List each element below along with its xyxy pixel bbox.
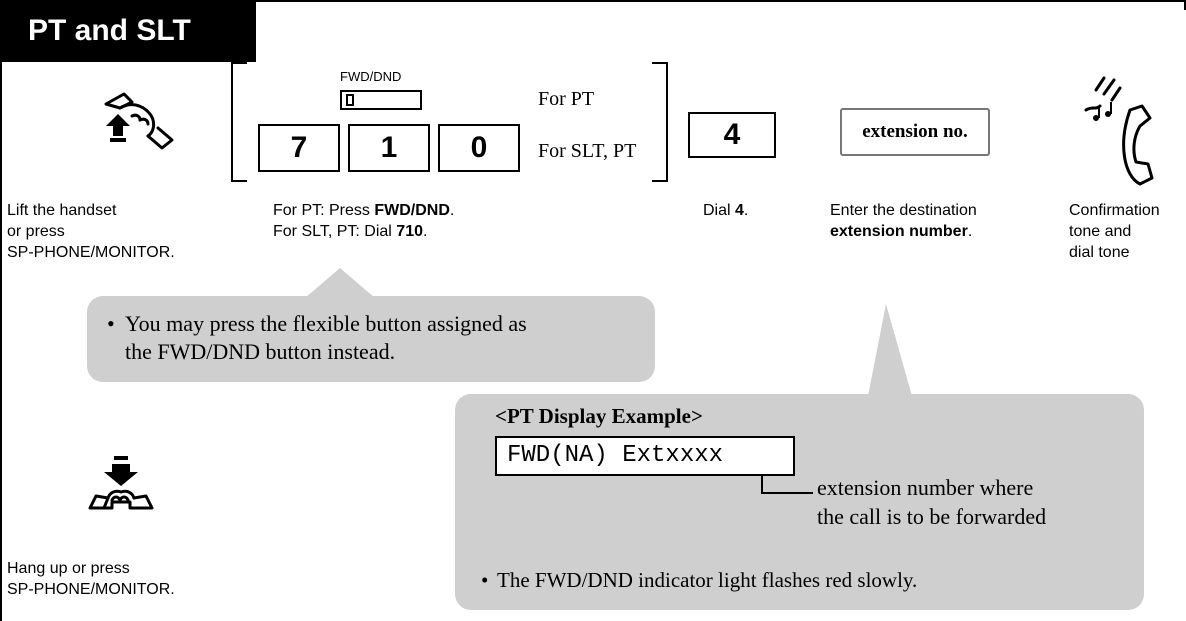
step1-caption-line3: SP-PHONE/MONITOR. xyxy=(7,244,175,261)
note-bubble: • You may press the flexible button assi… xyxy=(87,296,655,382)
for-slt-pt-label: For SLT, PT xyxy=(538,140,637,162)
step2-line2-prefix: For SLT, PT: Dial xyxy=(273,223,397,240)
step3-caption: Dial 4. xyxy=(703,200,793,221)
lift-handset-icon xyxy=(96,92,182,160)
step2-line1-bold: FWD/DND xyxy=(374,202,450,219)
step2-line1-prefix: For PT: Press xyxy=(273,202,375,219)
hang-up-icon xyxy=(86,456,166,522)
ringing-handset-icon xyxy=(1082,70,1168,188)
right-bracket xyxy=(652,62,668,182)
extension-number-box[interactable]: extension no. xyxy=(840,108,990,156)
step2-line1-suffix: . xyxy=(449,202,455,219)
step3-suffix: . xyxy=(743,202,749,219)
page-frame-top xyxy=(0,0,1186,10)
step1-caption-line2: or press xyxy=(7,223,65,240)
step3-prefix: Dial xyxy=(703,202,736,219)
annotation-leader-horizontal xyxy=(761,492,813,494)
step5-caption-line3: dial tone xyxy=(1069,244,1130,261)
display-note-bullet: • xyxy=(481,568,489,592)
step2-line2-bold: 710 xyxy=(396,223,423,240)
step1-caption: Lift the handset or press SP-PHONE/MONIT… xyxy=(7,200,237,263)
fwd-dnd-button-label: FWD/DND xyxy=(340,69,402,84)
note-bubble-line1: You may press the flexible button assign… xyxy=(125,311,527,336)
annotation-line2: the call is to be forwarded xyxy=(817,504,1047,529)
note-bubble-bullet: • xyxy=(107,311,115,336)
fwd-dnd-indicator-light xyxy=(346,94,354,106)
hangup-caption-line1: Hang up or press xyxy=(7,560,130,577)
hangup-caption-line2: SP-PHONE/MONITOR. xyxy=(7,581,175,598)
step5-caption-line1: Confirmation xyxy=(1069,202,1160,219)
fwd-dnd-button[interactable] xyxy=(340,90,422,110)
pt-display-box: FWD(NA) Extxxxx xyxy=(495,436,795,476)
display-bubble-pointer xyxy=(868,304,912,396)
step2-caption-line1: For PT: Press FWD/DND. xyxy=(273,200,593,221)
step2-caption: For PT: Press FWD/DND. For SLT, PT: Dial… xyxy=(273,200,593,242)
key-7[interactable]: 7 xyxy=(258,124,340,172)
for-pt-label: For PT xyxy=(538,88,595,110)
display-example-bubble: <PT Display Example> FWD(NA) Extxxxx ext… xyxy=(455,394,1144,610)
note-bubble-pointer xyxy=(305,268,375,298)
display-example-heading: <PT Display Example> xyxy=(495,404,703,428)
section-title: PT and SLT xyxy=(0,0,256,62)
key-0[interactable]: 0 xyxy=(438,124,520,172)
step4-line2-suffix: . xyxy=(967,223,973,240)
left-bracket xyxy=(231,62,247,182)
step5-caption-line2: tone and xyxy=(1069,223,1132,240)
step2-line2-suffix: . xyxy=(423,223,428,240)
step2-caption-line2: For SLT, PT: Dial 710. xyxy=(273,221,593,242)
step5-caption: Confirmation tone and dial tone xyxy=(1069,200,1186,263)
annotation-line1: extension number where xyxy=(817,475,1034,500)
step4-line2-bold: extension number xyxy=(830,223,968,240)
key-4[interactable]: 4 xyxy=(688,112,776,158)
note-bubble-line2: the FWD/DND button instead. xyxy=(125,339,396,364)
annotation-leader-vertical xyxy=(761,476,763,494)
page-frame-left xyxy=(0,0,2,621)
step4-caption-line1: Enter the destination xyxy=(830,202,977,219)
step4-caption: Enter the destination extension number. xyxy=(830,200,1030,242)
key-1[interactable]: 1 xyxy=(348,124,430,172)
step3-bold: 4 xyxy=(735,202,744,219)
step1-caption-line1: Lift the handset xyxy=(7,202,117,219)
display-note: The FWD/DND indicator light flashes red … xyxy=(497,568,918,592)
step4-caption-line2: extension number. xyxy=(830,221,1030,242)
hangup-caption: Hang up or press SP-PHONE/MONITOR. xyxy=(7,558,247,600)
